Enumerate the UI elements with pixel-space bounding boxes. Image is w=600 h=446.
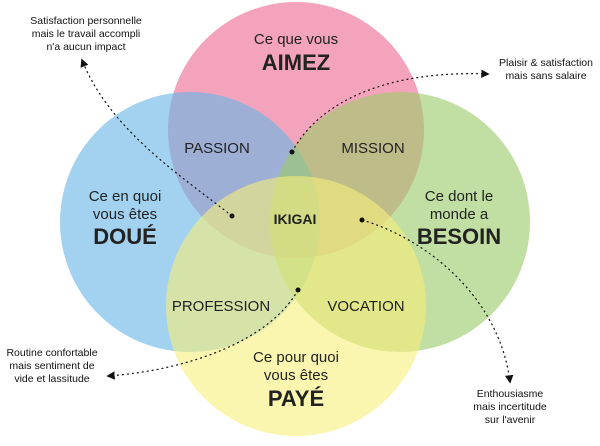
doue-small-1: Ce en quoi: [89, 188, 162, 205]
region-passion: PASSION: [184, 140, 250, 157]
annotation-top-left-2: mais le travail accompli: [32, 28, 141, 40]
arrow-bottom-right: [361, 219, 514, 384]
paye-small-1: Ce pour quoi: [253, 349, 339, 366]
circle-paye: [166, 176, 426, 436]
region-ikigai: IKIGAI: [274, 211, 317, 227]
besoin-small-1: Ce dont le: [425, 188, 493, 205]
annotation-bottom-left-2: mais sentiment de: [9, 360, 94, 372]
dot-top-left: [229, 213, 235, 219]
paye-big: PAYÉ: [268, 386, 324, 411]
arrow-top-left: [80, 58, 233, 217]
annotation-top-left-3: n'a aucun impact: [46, 41, 125, 53]
annotation-bottom-left-3: vide et lassitude: [14, 373, 89, 385]
besoin-small-2: monde a: [430, 206, 489, 223]
region-vocation: VOCATION: [327, 298, 404, 315]
annotation-top-right-2: mais sans salaire: [505, 70, 586, 82]
doue-small-2: vous êtes: [93, 206, 157, 223]
besoin-big: BESOIN: [417, 224, 501, 249]
paye-small-2: vous êtes: [264, 367, 328, 384]
annotation-bottom-right-2: mais incertitude: [473, 401, 547, 413]
dot-bottom-left: [295, 287, 301, 293]
aimez-big: AIMEZ: [262, 50, 330, 75]
dot-bottom-right: [359, 217, 365, 223]
annotation-top-right-1: Plaisir & satisfaction: [499, 57, 593, 69]
annotation-bottom-right-1: Enthousiasme: [477, 388, 544, 400]
region-profession: PROFESSION: [172, 298, 270, 315]
dot-top-right: [289, 149, 295, 155]
doue-big: DOUÉ: [93, 224, 157, 249]
annotation-top-left-1: Satisfaction personnelle: [30, 15, 142, 27]
aimez-small: Ce que vous: [254, 31, 338, 48]
arrow-bottom-left: [106, 289, 299, 380]
region-mission: MISSION: [341, 140, 404, 157]
annotation-bottom-left-1: Routine confortable: [6, 347, 97, 359]
arrow-top-right: [291, 69, 490, 153]
annotation-bottom-right-3: sur l'avenir: [485, 414, 536, 426]
